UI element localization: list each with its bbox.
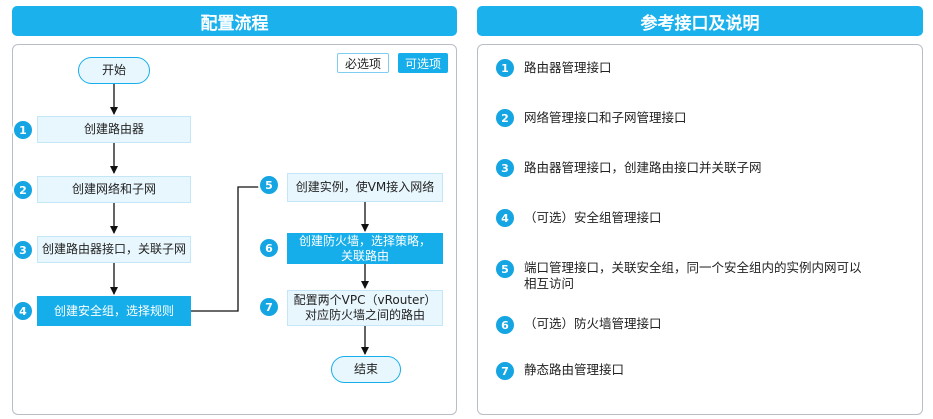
ref-item-2-text: 网络管理接口和子网管理接口 [524, 110, 687, 125]
reference-panel [477, 44, 923, 415]
flow-badge-4: 4 [14, 302, 32, 320]
arrow-4-5 [191, 183, 279, 312]
flow-badge-3: 3 [14, 241, 32, 259]
flow-start: 开始 [78, 57, 150, 84]
flow-step-2: 创建网络和子网 [37, 176, 191, 203]
flow-step-7-line1: 配置两个VPC（vRouter） [293, 293, 437, 307]
ref-badge-7: 7 [496, 362, 514, 380]
flow-step-3: 创建路由器接口，关联子网 [37, 236, 191, 263]
flow-badge-6: 6 [260, 239, 278, 257]
ref-item-6: （可选）防火墙管理接口 [524, 316, 919, 332]
ref-item-4-text: （可选）安全组管理接口 [524, 210, 662, 225]
ref-item-6-text: （可选）防火墙管理接口 [524, 316, 662, 331]
ref-badge-4: 4 [496, 209, 514, 227]
flow-step-1-label: 创建路由器 [83, 122, 144, 136]
flow-step-7-line2: 对应防火墙之间的路由 [304, 308, 425, 322]
flow-end-label: 结束 [353, 362, 378, 376]
flow-badge-5: 5 [260, 176, 278, 194]
flow-badge-2: 2 [14, 181, 32, 199]
ref-item-1: 路由器管理接口 [524, 60, 919, 76]
ref-item-5-line2: 相互访问 [524, 276, 575, 291]
ref-badge-3: 3 [496, 159, 514, 177]
ref-badge-2: 2 [496, 109, 514, 127]
flow-step-3-label: 创建路由器接口，关联子网 [41, 242, 186, 256]
left-header-title: 配置流程 [200, 13, 269, 34]
ref-badge-1: 1 [496, 59, 514, 77]
flow-step-5: 创建实例，使VM接入网络 [287, 173, 443, 202]
ref-item-3: 路由器管理接口，创建路由接口并关联子网 [524, 160, 919, 176]
right-header: 参考接口及说明 [477, 6, 923, 36]
ref-badge-6: 6 [496, 316, 514, 334]
flow-step-4-label: 创建安全组，选择规则 [53, 303, 174, 318]
legend-optional: 可选项 [398, 53, 448, 73]
ref-item-7: 静态路由管理接口 [524, 362, 919, 378]
flow-step-1: 创建路由器 [37, 116, 191, 143]
ref-item-4: （可选）安全组管理接口 [524, 210, 919, 226]
flow-step-7: 配置两个VPC（vRouter） 对应防火墙之间的路由 [287, 290, 443, 326]
left-header: 配置流程 [12, 6, 457, 36]
ref-item-3-text: 路由器管理接口，创建路由接口并关联子网 [524, 160, 762, 175]
flow-badge-7: 7 [260, 298, 278, 316]
flow-step-5-label: 创建实例，使VM接入网络 [295, 180, 435, 194]
flow-step-6: 创建防火墙，选择策略， 关联路由 [287, 233, 443, 264]
ref-item-7-text: 静态路由管理接口 [524, 362, 625, 377]
legend-optional-label: 可选项 [404, 56, 441, 71]
flow-badge-1: 1 [14, 121, 32, 139]
legend-required: 必选项 [337, 53, 389, 73]
flow-step-4: 创建安全组，选择规则 [37, 296, 191, 326]
ref-item-5-line1: 端口管理接口，关联安全组，同一个安全组内的实例内网可以 [524, 260, 862, 275]
ref-item-1-text: 路由器管理接口 [524, 60, 612, 75]
flow-panel [12, 44, 457, 415]
flow-step-6-line2: 关联路由 [340, 248, 389, 263]
legend-required-label: 必选项 [344, 56, 381, 71]
flow-step-2-label: 创建网络和子网 [71, 182, 156, 196]
ref-badge-5: 5 [496, 260, 514, 278]
flow-step-6-line1: 创建防火墙，选择策略， [298, 233, 431, 248]
right-header-title: 参考接口及说明 [640, 13, 760, 34]
ref-item-2: 网络管理接口和子网管理接口 [524, 110, 919, 126]
flow-start-label: 开始 [101, 63, 126, 77]
flow-end: 结束 [331, 356, 401, 383]
ref-item-5: 端口管理接口，关联安全组，同一个安全组内的实例内网可以 相互访问 [524, 260, 919, 292]
